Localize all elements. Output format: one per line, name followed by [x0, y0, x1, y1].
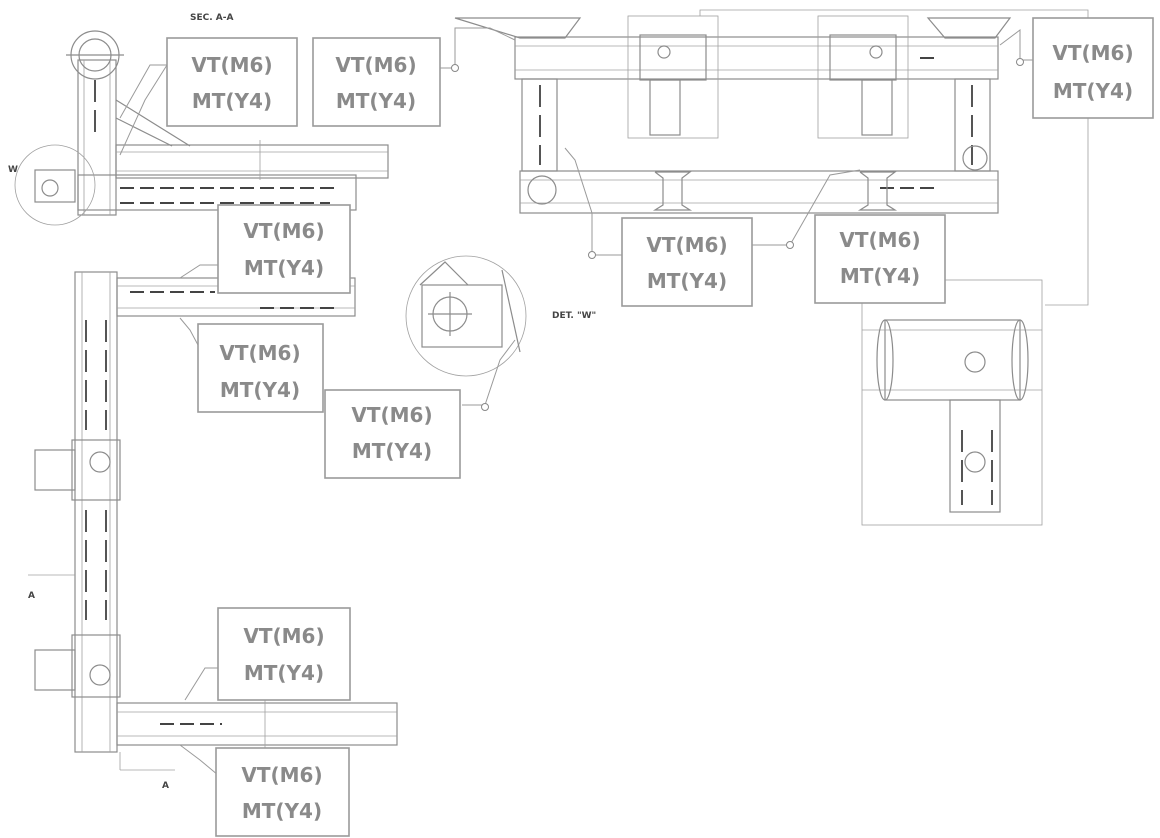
callout-6: VT(M6) MT(Y4)	[324, 389, 461, 479]
section-marker-top: A	[28, 591, 35, 601]
callout-10-line1: VT(M6)	[241, 763, 322, 787]
section-marker-bottom: A	[162, 781, 169, 791]
callout-5-line1: VT(M6)	[219, 341, 300, 365]
section-label: SEC. A-A	[190, 13, 233, 23]
callout-6-line1: VT(M6)	[351, 403, 432, 427]
detail-label: DET. "W"	[552, 311, 596, 321]
callout-8-line2: MT(Y4)	[840, 264, 920, 288]
callout-10: VT(M6) MT(Y4)	[215, 747, 350, 837]
section-a-a-view: SEC. A-A W	[8, 13, 389, 226]
callout-3-line1: VT(M6)	[1052, 41, 1133, 65]
callout-4-line1: VT(M6)	[243, 219, 324, 243]
callout-7-line1: VT(M6)	[646, 233, 727, 257]
callout-5: VT(M6) MT(Y4)	[197, 323, 324, 413]
callout-9: VT(M6) MT(Y4)	[217, 607, 351, 701]
callout-5-line2: MT(Y4)	[220, 378, 300, 402]
callout-2-line2: MT(Y4)	[336, 89, 416, 113]
callout-7: VT(M6) MT(Y4)	[621, 217, 753, 307]
callout-1: VT(M6) MT(Y4)	[166, 37, 298, 127]
callout-2: VT(M6) MT(Y4)	[312, 37, 441, 127]
leader-lines	[119, 27, 1033, 776]
callout-10-line2: MT(Y4)	[242, 799, 322, 823]
detail-clamp-view	[861, 279, 1043, 526]
front-view	[454, 9, 1089, 306]
callout-8-line1: VT(M6)	[839, 228, 920, 252]
callout-9-line1: VT(M6)	[243, 624, 324, 648]
callout-3-line2: MT(Y4)	[1053, 79, 1133, 103]
callout-4: VT(M6) MT(Y4)	[217, 204, 351, 294]
callout-4-line2: MT(Y4)	[244, 256, 324, 280]
callout-1-line1: VT(M6)	[191, 53, 272, 77]
plan-view: A A	[28, 271, 398, 791]
callout-2-line1: VT(M6)	[335, 53, 416, 77]
callout-3: VT(M6) MT(Y4)	[1032, 17, 1154, 119]
w-marker: W	[8, 165, 18, 175]
callout-8: VT(M6) MT(Y4)	[814, 214, 946, 304]
callout-7-line2: MT(Y4)	[647, 269, 727, 293]
detail-w-view: DET. "W"	[405, 255, 596, 377]
callout-9-line2: MT(Y4)	[244, 661, 324, 685]
callout-6-line2: MT(Y4)	[352, 439, 432, 463]
callout-1-line2: MT(Y4)	[192, 89, 272, 113]
